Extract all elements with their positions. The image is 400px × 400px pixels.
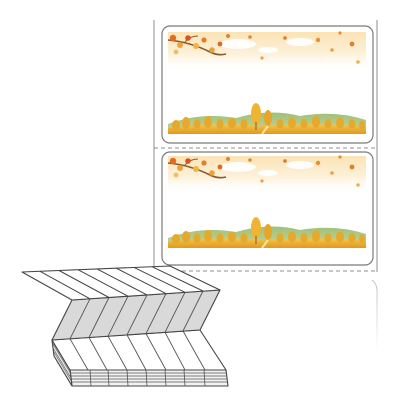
- label-2: [161, 151, 374, 266]
- poplar-tree-icon: [251, 217, 272, 244]
- label-1: [161, 25, 374, 144]
- landscape-band: [168, 217, 366, 249]
- cloud-icon: [220, 161, 314, 176]
- cloud-icon: [220, 38, 314, 53]
- landscape-band: [168, 103, 366, 135]
- stack-cells: [69, 330, 206, 371]
- falling-leaves-icon: [169, 31, 360, 64]
- fanfold-stack-icon: [21, 265, 229, 387]
- falling-leaves-icon: [169, 155, 360, 187]
- label-liner: [153, 20, 378, 352]
- poplar-tree-icon: [251, 103, 272, 130]
- top-flap: [21, 265, 221, 301]
